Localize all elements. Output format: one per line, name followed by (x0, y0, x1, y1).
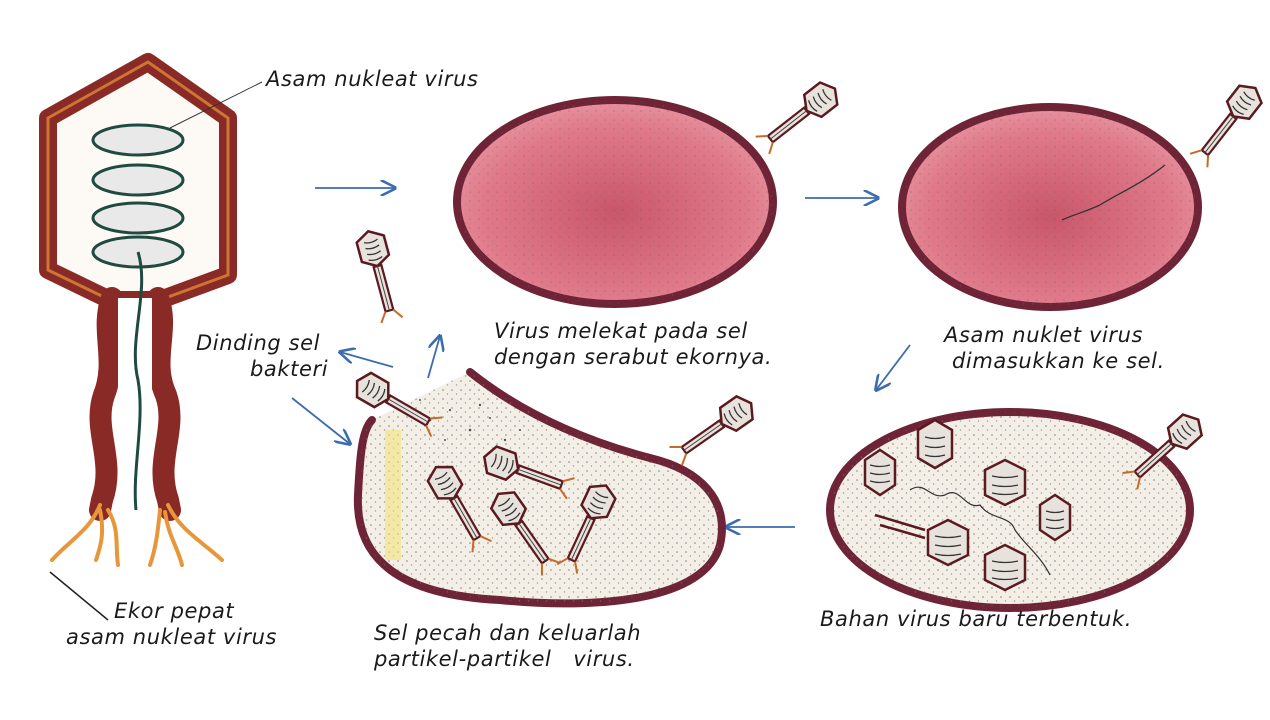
cell-injection (902, 79, 1266, 307)
arrow-release-up (428, 336, 440, 378)
label-step1-line-1: Virus melekat pada sel (494, 318, 772, 344)
label-step-lysis: Sel pecah dan keluarlah partikel-partike… (374, 620, 641, 672)
arrow-3 (876, 345, 910, 390)
label-cell-wall-line-1: Dinding sel (196, 330, 328, 356)
tail-fibers (52, 505, 222, 565)
cell-synthesis (830, 409, 1208, 608)
label-tail: Ekor pepat asam nukleat virus (66, 598, 277, 650)
label-step-injection: Asam nuklet virus dimasukkan ke sel. (944, 322, 1165, 374)
arrow-release-left (340, 352, 393, 367)
label-step-synthesis: Bahan virus baru terbentuk. (820, 606, 1132, 632)
label-cell-wall: Dinding sel bakteri (196, 330, 328, 382)
label-nucleic-acid-text: Asam nukleat virus (266, 66, 479, 92)
label-cell-wall-line-2: bakteri (196, 356, 328, 382)
label-tail-line-1: Ekor pepat (66, 598, 277, 624)
label-step4-line-1: Sel pecah dan keluarlah (374, 620, 641, 646)
phage-tail-left (100, 298, 112, 510)
cell-attachment (457, 78, 844, 304)
label-step4-line-2: partikel-partikel virus. (374, 646, 641, 672)
label-step2-line-2: dimasukkan ke sel. (944, 348, 1165, 374)
label-step3-text: Bahan virus baru terbentuk. (820, 606, 1132, 632)
label-tail-line-2: asam nukleat virus (66, 624, 277, 650)
label-step2-line-1: Asam nuklet virus (944, 322, 1165, 348)
arrow-cell-wall (292, 398, 350, 444)
label-step-attachment: Virus melekat pada sel dengan serabut ek… (494, 318, 772, 370)
label-step1-line-2: dengan serabut ekornya. (494, 344, 772, 370)
phage-tail-right (158, 298, 170, 510)
label-nucleic-acid: Asam nukleat virus (266, 66, 479, 92)
